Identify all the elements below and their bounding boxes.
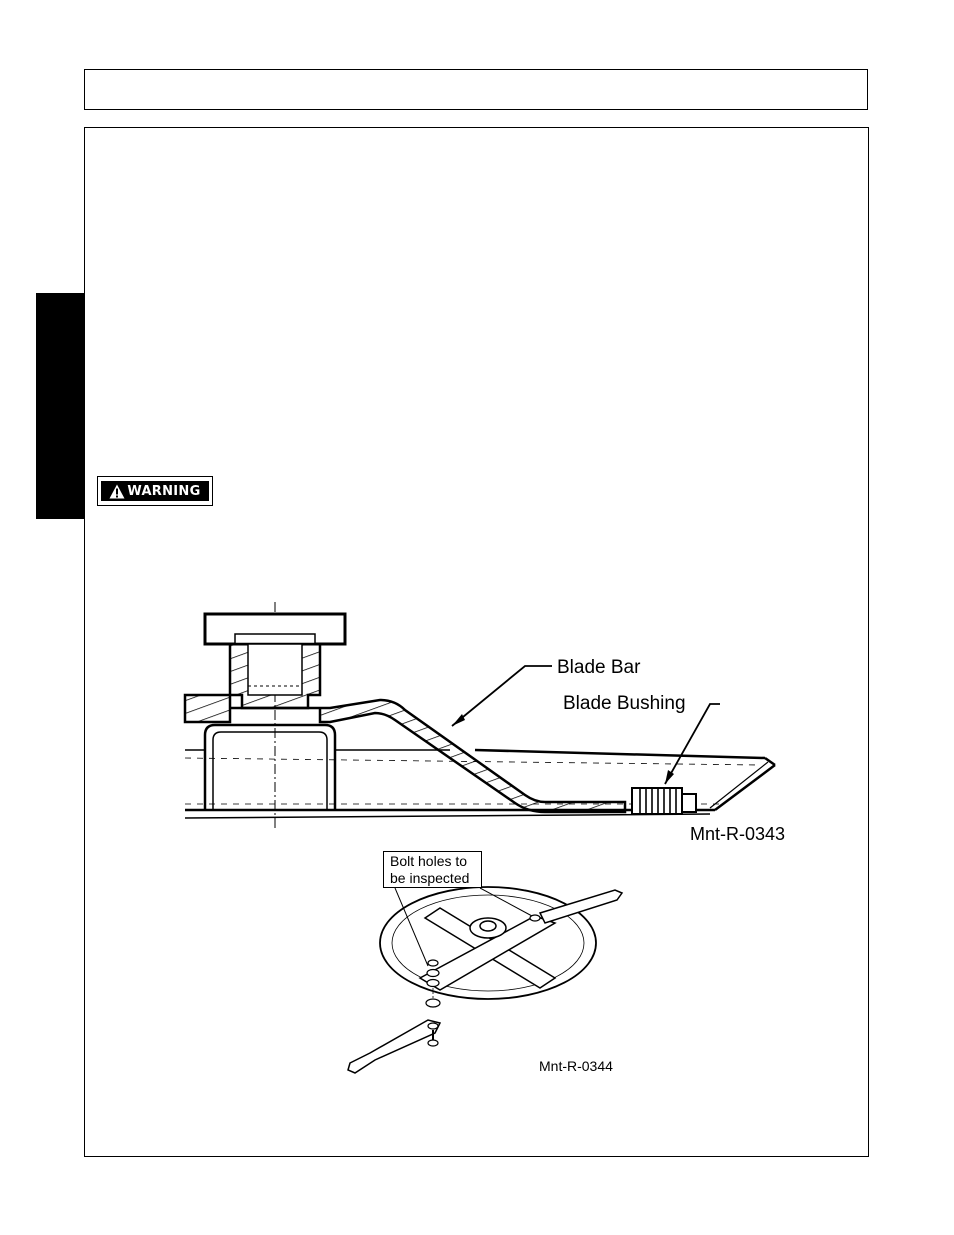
warning-label: WARNING: [127, 483, 201, 499]
blade-carrier-diagram: [347, 886, 624, 1074]
blade-bar-callout: Blade Bar: [557, 657, 641, 678]
section-side-tab: [36, 293, 84, 519]
warning-badge-inner: WARNING: [101, 481, 209, 501]
bolt-holes-callout-line1: Bolt holes to: [390, 853, 468, 869]
warning-triangle-icon: [109, 484, 125, 498]
blade-bar-cross-section-diagram: [183, 602, 776, 828]
content-frame: [84, 127, 869, 1157]
figure-id-bottom: Mnt-R-0344: [539, 1058, 613, 1074]
page-header-box: [84, 69, 868, 110]
blade-bushing-callout: Blade Bushing: [563, 693, 686, 714]
figure-id-top: Mnt-R-0343: [690, 824, 786, 844]
bolt-holes-callout: Bolt holes to be inspected: [383, 851, 482, 888]
warning-badge: WARNING: [97, 476, 213, 506]
bolt-holes-callout-line2: be inspected: [390, 870, 470, 886]
